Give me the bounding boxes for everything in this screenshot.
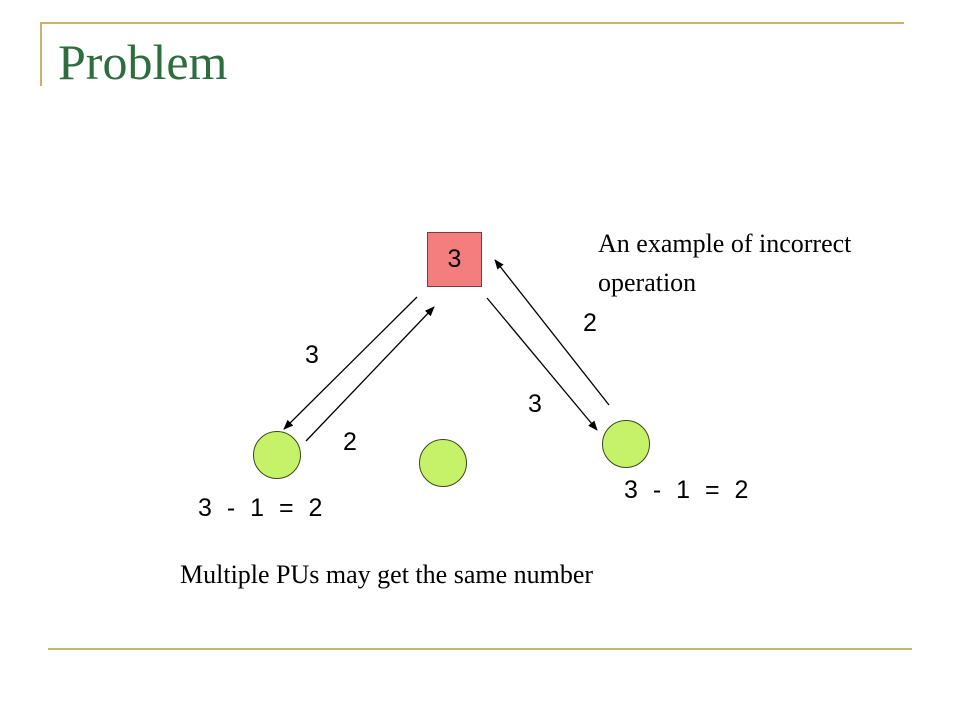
arrow-label-left-up: 2 — [343, 428, 357, 456]
pu-left-node — [253, 431, 301, 479]
arrow-label-right-down: 3 — [528, 390, 542, 418]
annotation-line-2: operation — [598, 268, 697, 297]
arrow-label-left-down: 3 — [305, 341, 319, 369]
arrow-left-pu-to-counter — [305, 306, 435, 442]
equation-left: 3 - 1 = 2 — [198, 494, 323, 522]
annotation-line-1: An example of incorrect — [598, 229, 852, 258]
arrow-label-right-up: 2 — [583, 309, 597, 337]
left-rule — [40, 22, 42, 86]
top-rule — [40, 22, 904, 24]
arrow-right-pu-to-counter — [494, 259, 610, 406]
arrow-counter-to-left-pu — [283, 296, 418, 430]
shared-counter-box: 3 — [427, 232, 482, 287]
caption: Multiple PUs may get the same number — [180, 560, 594, 589]
bottom-rule — [48, 648, 912, 650]
slide-title: Problem — [58, 34, 228, 90]
pu-right-node — [602, 420, 650, 468]
pu-middle-node — [419, 439, 467, 487]
arrow-counter-to-right-pu — [486, 297, 598, 431]
equation-right: 3 - 1 = 2 — [624, 476, 749, 504]
